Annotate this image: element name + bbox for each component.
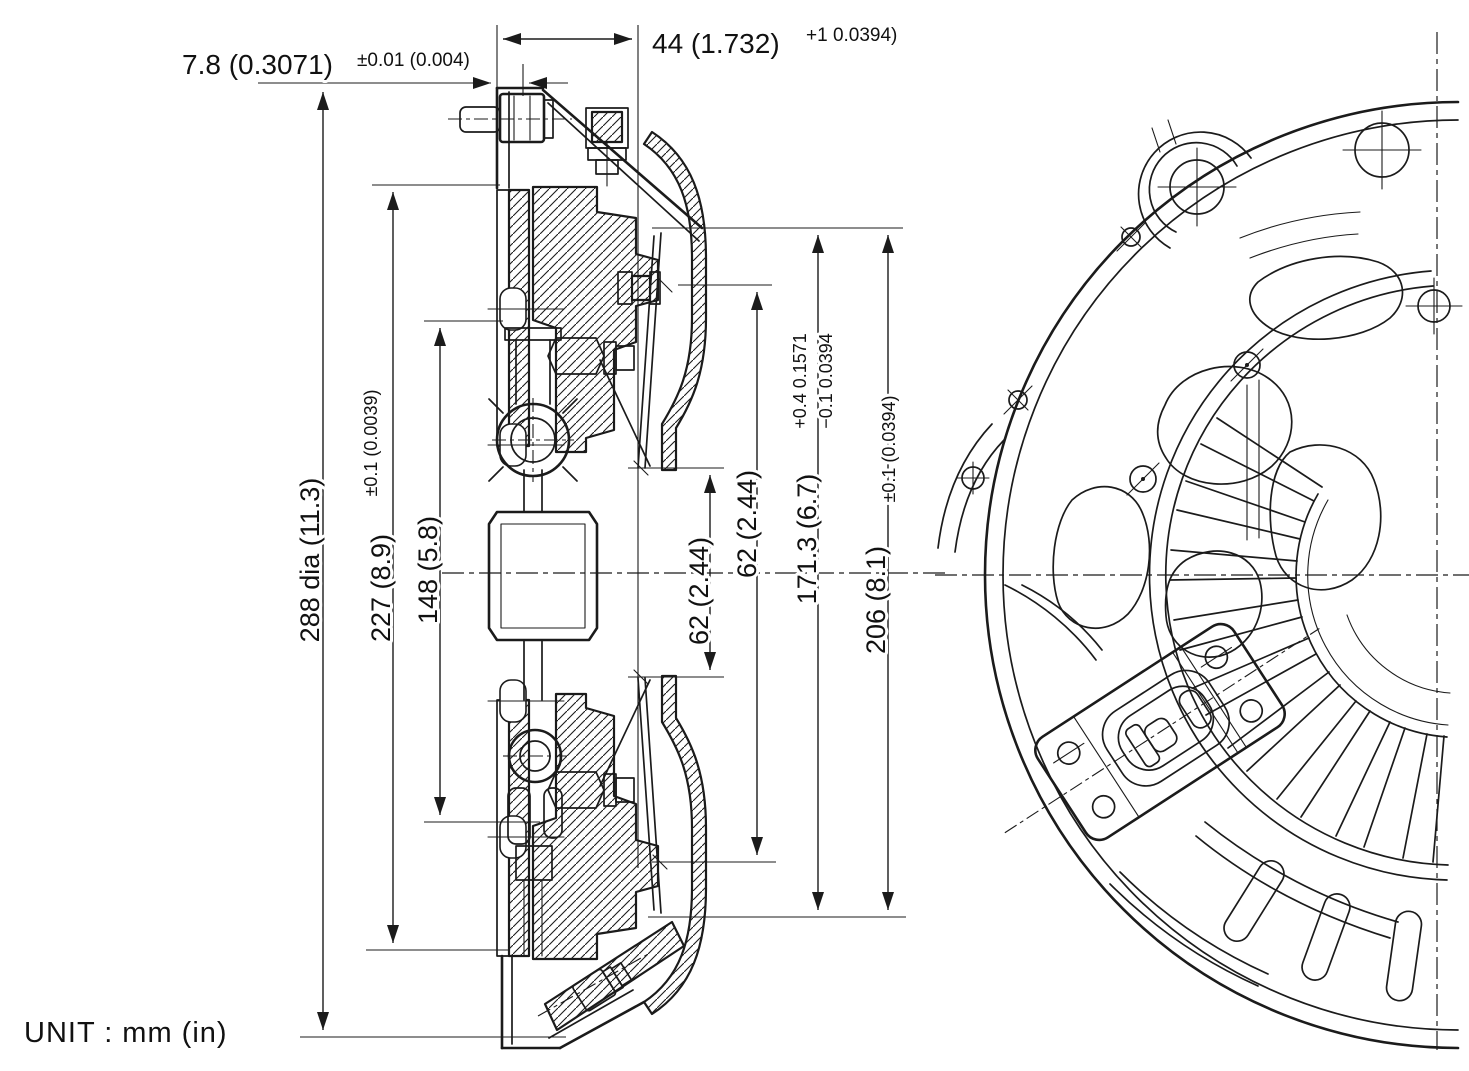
dim-tol-227: ±0.1 (0.0039)	[361, 390, 381, 497]
dim-label-7-8: 7.8 (0.3071)	[182, 49, 333, 80]
damper-spring-upper	[488, 327, 578, 482]
rib-curves	[1239, 211, 1361, 541]
pressure-plate-upper	[531, 185, 660, 454]
dim-label-288: 288 dia (11.3)	[295, 478, 325, 643]
release-cluster-lower	[547, 771, 635, 809]
dim-label-148: 148 (5.8)	[413, 516, 443, 624]
top-bolt	[448, 92, 572, 144]
cover-foot	[500, 920, 686, 1050]
flange-bolt	[572, 962, 633, 1012]
flange-bolt-centerline	[537, 952, 651, 1017]
outer-rim-inner	[1002, 119, 1459, 1031]
corner-lug	[937, 423, 1005, 553]
cross-section-view	[442, 86, 948, 1050]
strap-stack	[585, 107, 629, 187]
hub	[487, 469, 599, 701]
dimensions: 7.8 (0.3071) ±0.01 (0.004) 44 (1.732) +1…	[179, 22, 906, 1038]
stamped-bands	[1004, 584, 1399, 987]
screw-holes	[1003, 222, 1146, 415]
dim-tol-206: ±0.1 (0.0394)	[879, 396, 899, 503]
dim-label-62-inner: 62 (2.44)	[684, 537, 714, 645]
dim-tol-7-8: ±0.01 (0.004)	[357, 50, 470, 71]
outer-rim	[983, 100, 1460, 1050]
damper-spring-lower	[503, 728, 567, 957]
ring-arc-inner	[1164, 285, 1449, 866]
bracket-centerline	[1004, 628, 1320, 834]
front-view	[935, 32, 1469, 1050]
dim-tol-44: +1 0.0394)	[806, 25, 897, 46]
finger-root-arc-inner	[1307, 499, 1449, 726]
cover-top	[495, 86, 704, 242]
finger-spokes	[1169, 417, 1445, 863]
rivet-holes	[956, 348, 1264, 496]
unit-note: UNIT : mm (in)	[24, 1017, 228, 1049]
dim-tol-171-upper: +0.4 0.1571	[790, 333, 810, 429]
window-slots	[1223, 860, 1423, 1002]
diaphragm-fingers	[599, 232, 662, 914]
ring-arc-outer	[1148, 270, 1448, 881]
dim-label-44: 44 (1.732)	[652, 28, 780, 59]
finger-root-arc-outer	[1295, 493, 1448, 738]
pressure-plate-lower	[531, 692, 660, 961]
dim-label-62-outer: 62 (2.44)	[732, 470, 762, 578]
cover-shell-upper	[642, 130, 708, 472]
strap-plate-bracket	[1004, 622, 1320, 842]
dim-label-227: 227 (8.9)	[366, 534, 396, 642]
dim-label-206: 206 (8.1)	[861, 546, 891, 654]
friction-facing-upper	[487, 188, 565, 467]
cast-pockets	[1052, 255, 1404, 658]
bolt-holes	[1157, 110, 1463, 335]
center-arc	[1346, 614, 1451, 694]
ear-lug	[1137, 119, 1252, 249]
release-cluster-upper	[547, 337, 635, 375]
dim-label-171: 171.3 (6.7)	[792, 474, 822, 605]
dim-tol-171-lower: −0.1 0.0394	[816, 333, 836, 429]
cover-shell-lower	[642, 674, 708, 1016]
